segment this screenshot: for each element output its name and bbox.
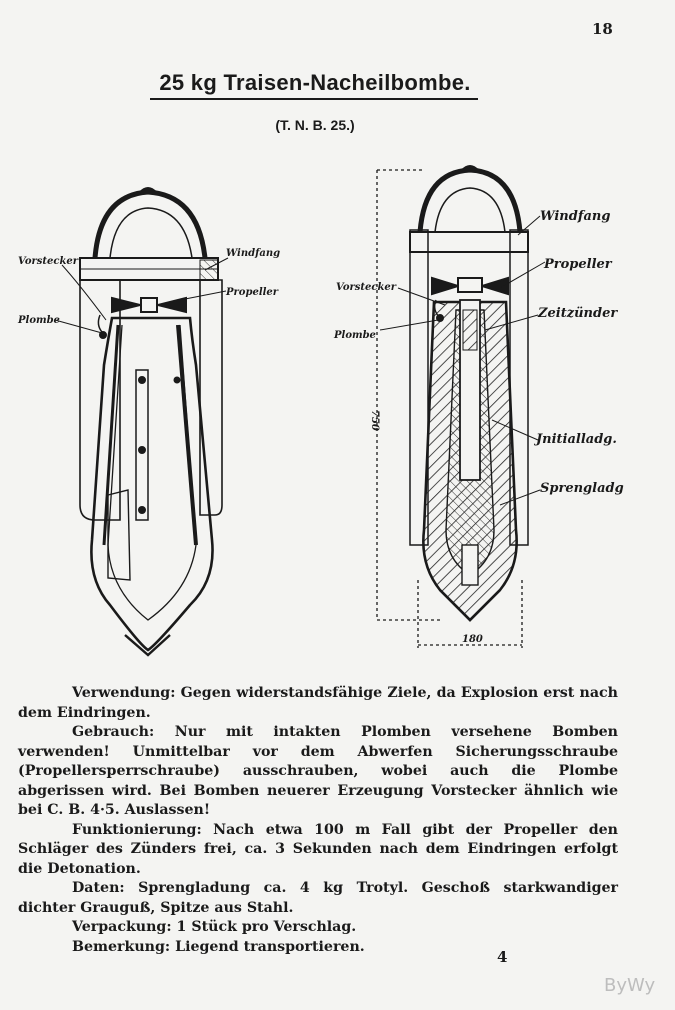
section-verpackung: Verpackung: 1 Stück pro Verschlag. — [18, 918, 618, 938]
section-head: Verwendung: — [72, 685, 176, 701]
watermark: ByWy — [604, 975, 656, 996]
right-label-windfang: Windfang — [540, 209, 610, 224]
section-body: Nur mit intakten Plomben versehene Bombe… — [18, 724, 618, 818]
right-label-sprengladg: Sprengladg — [540, 481, 624, 496]
dimension-height: 750 — [369, 410, 380, 431]
section-verwendung: Verwendung: Gegen widerstandsfähige Ziel… — [18, 684, 618, 723]
section-daten: Daten: Sprengladung ca. 4 kg Trotyl. Ges… — [18, 879, 618, 918]
right-bomb-figure — [409, 165, 529, 622]
right-label-zeitzuender: Zeitzünder — [537, 306, 618, 321]
section-gebrauch: Gebrauch: Nur mit intakten Plomben verse… — [18, 723, 618, 821]
left-bomb-figure — [79, 187, 223, 657]
dimension-lines — [376, 169, 523, 648]
title-underline — [150, 98, 478, 100]
page-subtitle: (T. N. B. 25.) — [275, 117, 355, 133]
left-label-windfang: Windfang — [226, 248, 280, 259]
page-title: 25 kg Traisen-Nacheilbombe. — [159, 70, 471, 95]
section-body: Gegen widerstandsfähige Ziele, da Explos… — [18, 685, 618, 721]
section-head: Bemerkung: — [72, 938, 171, 955]
left-label-propeller: Propeller — [225, 287, 279, 298]
description-text: Verwendung: Gegen widerstandsfähige Ziel… — [18, 684, 618, 957]
left-leaders — [54, 257, 229, 334]
section-head: Gebrauch: — [72, 724, 155, 740]
section-head: Funktionierung: — [72, 821, 202, 838]
right-label-vorstecker: Vorstecker — [336, 282, 397, 293]
section-head: Daten: — [72, 880, 125, 896]
right-label-propeller: Propeller — [543, 257, 613, 272]
right-label-initialladg: Jnitialladg. — [533, 432, 617, 447]
page-number-top: 18 — [592, 20, 613, 38]
section-body: Sprengladung ca. 4 kg Trotyl. Geschoß st… — [18, 880, 618, 916]
right-label-plombe: Plombe — [333, 330, 376, 341]
right-leaders — [379, 215, 546, 506]
section-bemerkung: Bemerkung: Liegend transportieren. — [18, 938, 618, 958]
section-body: 1 Stück pro Verschlag. — [171, 919, 357, 935]
section-body: Liegend transportieren. — [170, 938, 365, 955]
left-label-vorstecker: Vorstecker — [18, 256, 79, 267]
bomb-drawings: Vorstecker Windfang Propeller Plombe — [17, 165, 624, 657]
page-number-bottom: 4 — [497, 948, 508, 966]
section-head: Verpackung: — [72, 919, 172, 935]
section-funktionierung: Funktionierung: Nach etwa 100 m Fall gib… — [18, 821, 618, 880]
left-label-plombe: Plombe — [17, 315, 60, 326]
section-body: Nach etwa 100 m Fall gibt der Propeller … — [18, 821, 618, 877]
dimension-width: 180 — [462, 634, 483, 645]
